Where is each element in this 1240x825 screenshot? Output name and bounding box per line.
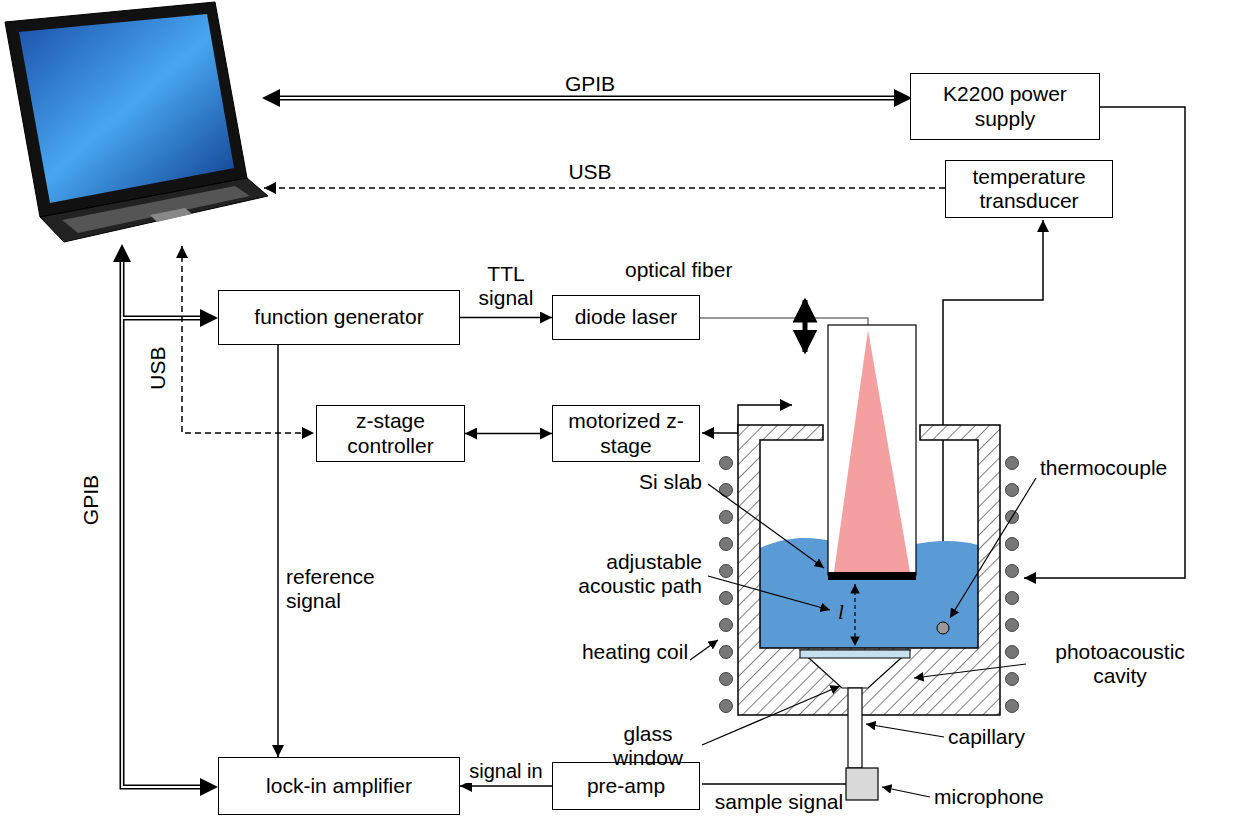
coil-winding	[720, 538, 733, 551]
signal-connector	[460, 785, 552, 787]
z-stage-link	[803, 300, 808, 352]
part-label: photoacoustic cavity	[1030, 640, 1210, 688]
leader-lines	[866, 724, 944, 737]
signal-connector	[460, 317, 552, 319]
box-label: temperature transducer	[952, 165, 1106, 213]
gpib-cable	[122, 262, 200, 787]
coil-winding	[1006, 457, 1019, 470]
bus-label: USB	[540, 160, 640, 184]
signal-connector	[465, 433, 552, 435]
box-label: pre-amp	[587, 774, 665, 798]
coil-winding	[1006, 592, 1019, 605]
leader-lines	[914, 664, 1026, 678]
tube	[828, 325, 916, 575]
instrument-box: lock-in amplifier	[218, 757, 460, 815]
gpib-cable	[262, 89, 280, 107]
capillary-tube	[848, 688, 862, 768]
instrument-box: motorized z-stage	[552, 405, 700, 462]
coil-winding	[720, 646, 733, 659]
coil-winding	[1006, 700, 1019, 713]
coil-winding	[1006, 619, 1019, 632]
leader-lines	[702, 686, 840, 745]
box-label: z-stage controller	[323, 409, 458, 457]
instrument-box: diode laser	[552, 295, 700, 340]
leader-lines	[950, 478, 1036, 618]
signal-label: TTL signal	[461, 262, 551, 310]
instrument-box: function generator	[218, 290, 460, 345]
coil-winding	[1006, 673, 1019, 686]
gpib-cable	[113, 244, 131, 262]
part-label: adjustable acoustic path	[540, 550, 702, 598]
coil-winding	[720, 700, 733, 713]
coil-winding	[720, 619, 733, 632]
box-label: motorized z-stage	[559, 409, 693, 457]
coil-winding	[720, 457, 733, 470]
bus-label: GPIB	[79, 455, 103, 545]
heating-coil	[720, 457, 1019, 713]
glass-window	[800, 650, 910, 658]
coil-winding	[1006, 646, 1019, 659]
gpib-cable	[200, 778, 218, 796]
si-slab	[828, 572, 916, 580]
part-label: capillary	[948, 725, 1068, 749]
coil-winding	[720, 673, 733, 686]
coil-winding	[720, 511, 733, 524]
gpib-cable	[200, 309, 218, 327]
leader-lines	[690, 478, 1036, 797]
coil-winding	[720, 484, 733, 497]
laptop-icon	[19, 14, 234, 203]
coil-winding	[720, 565, 733, 578]
leader-lines	[690, 640, 718, 660]
box-label: K2200 power supply	[917, 82, 1093, 130]
part-label: glass window	[596, 722, 700, 770]
signal-connector	[277, 345, 279, 757]
bus-label: USB	[146, 328, 170, 408]
coil-winding	[1006, 538, 1019, 551]
acoustic-path	[854, 584, 855, 646]
gpib-cable	[122, 262, 200, 787]
part-label: thermocouple	[1040, 456, 1190, 480]
leader-lines	[708, 576, 830, 610]
sample-wire	[702, 783, 846, 785]
bus-label: GPIB	[540, 72, 640, 96]
box-label: function generator	[254, 305, 423, 329]
box-label: lock-in amplifier	[266, 774, 412, 798]
signal-label: reference signal	[286, 565, 396, 613]
laptop-icon	[62, 186, 250, 233]
signal-label: sample signal	[712, 790, 846, 814]
part-label: heating coil	[580, 640, 690, 664]
laptop-icon	[5, 2, 268, 242]
leader-lines	[708, 484, 824, 568]
laptop-icon	[40, 178, 268, 242]
cavity	[800, 650, 910, 688]
gpib-cable	[280, 96, 894, 101]
instrument-box: pre-amp	[552, 762, 700, 810]
z-stage-link	[702, 300, 805, 433]
laptop-icon	[150, 208, 192, 222]
usb-cable	[264, 187, 945, 189]
laser-cone	[834, 330, 910, 572]
instrument-box: z-stage controller	[316, 405, 465, 462]
part-label: optical fiber	[625, 258, 805, 282]
leader-lines	[882, 787, 930, 797]
dimension-label: l	[834, 600, 848, 624]
signal-label: signal in	[461, 760, 551, 783]
coil-winding	[1006, 565, 1019, 578]
microphone-body	[846, 768, 878, 800]
gpib-cable	[280, 97, 894, 99]
coil-winding	[720, 592, 733, 605]
coil-winding	[1006, 484, 1019, 497]
part-label: microphone	[934, 785, 1074, 809]
instrument-box: temperature transducer	[945, 160, 1113, 218]
box-label: diode laser	[575, 305, 678, 329]
instrument-box: K2200 power supply	[910, 73, 1100, 140]
part-label: Si slab	[560, 470, 702, 494]
thermocouple-tip	[937, 622, 949, 634]
